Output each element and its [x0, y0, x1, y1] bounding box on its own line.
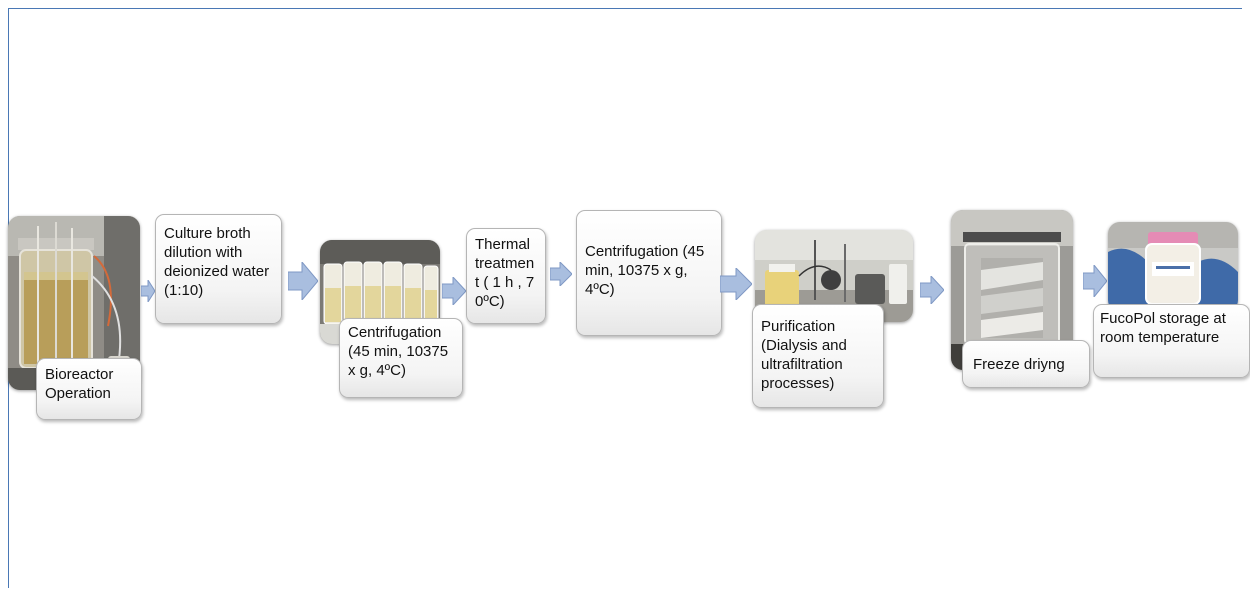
dilution-text: Culture broth dilution with deionized wa…	[164, 225, 270, 299]
flow-arrow-6	[920, 276, 944, 304]
centrifugation-1-text: Centrifugation (45 min, 10375 x g, 4ºC)	[348, 324, 449, 379]
purification-label: Purification (Dialysis and ultrafiltrati…	[752, 304, 884, 408]
storage-text: FucoPol storage at room temperature	[1100, 310, 1226, 346]
centrifugation-1-label: Centrifugation (45 min, 10375 x g, 4ºC)	[339, 318, 463, 398]
centrifugation-2-text: Centrifugation (45 min, 10375 x g, 4ºC)	[585, 243, 705, 298]
dilution-box: Culture broth dilution with deionized wa…	[155, 214, 282, 324]
flow-arrow-1	[141, 280, 155, 302]
flow-arrow-7	[1083, 265, 1107, 297]
flow-arrow-3	[442, 277, 466, 305]
centrifugation-2-box: Centrifugation (45 min, 10375 x g, 4ºC)	[576, 210, 722, 336]
freeze-drying-text: Freeze driyng	[973, 356, 1065, 373]
flow-arrow-4	[550, 262, 572, 286]
freeze-drying-label: Freeze driyng	[962, 340, 1090, 388]
storage-label: FucoPol storage at room temperature	[1093, 304, 1250, 378]
bioreactor-label: Bioreactor Operation	[36, 358, 142, 420]
bioreactor-text: Bioreactor Operation	[45, 366, 114, 402]
flow-arrow-5	[720, 268, 752, 300]
thermal-treatment-box: Thermal treatment ( 1 h , 70ºC)	[466, 228, 546, 324]
purification-text: Purification (Dialysis and ultrafiltrati…	[761, 318, 847, 392]
fucopol-jar-photo	[1108, 222, 1238, 312]
thermal-treatment-text: Thermal treatment ( 1 h , 70ºC)	[475, 236, 535, 310]
flow-arrow-2	[288, 262, 318, 300]
